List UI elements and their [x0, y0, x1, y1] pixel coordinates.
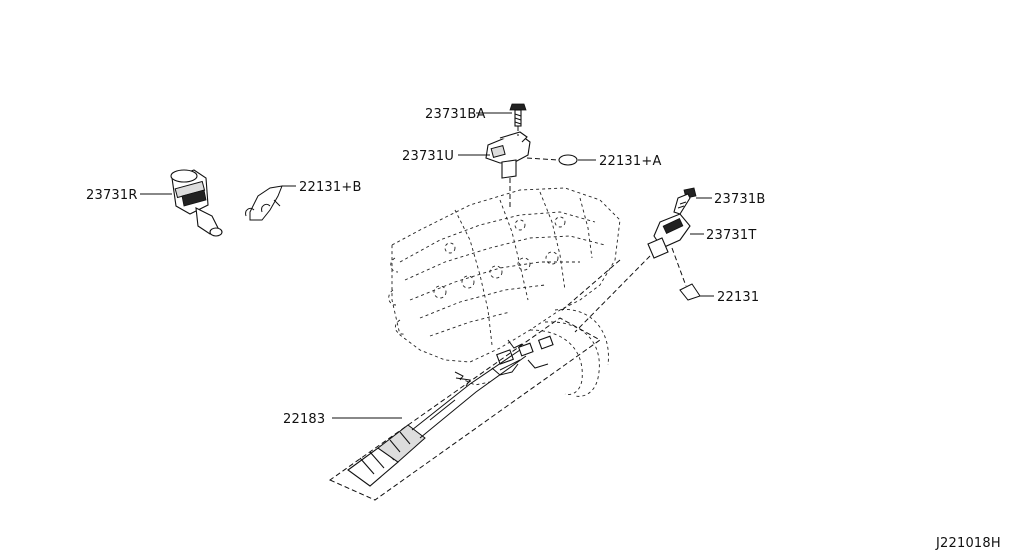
oring-right	[679, 283, 701, 301]
callout-23731ba: 23731BA	[425, 107, 486, 122]
callout-labels: 23731BA 23731U 22131+A 23731R 22131+B 23…	[86, 107, 1001, 551]
harness-assembly	[328, 317, 601, 501]
callout-22131b: 22131+B	[299, 180, 362, 195]
callout-22131: 22131	[717, 290, 759, 305]
leader-lines	[140, 112, 714, 419]
top-sensor-assembly	[485, 103, 578, 210]
callout-22183: 22183	[283, 412, 325, 427]
engine-block	[388, 187, 621, 397]
callout-23731b: 23731B	[714, 192, 765, 207]
left-sensor-assembly	[170, 169, 283, 237]
reference-code: J221018H	[935, 536, 1001, 551]
right-sensor-assembly	[559, 187, 701, 333]
callout-22131a: 22131+A	[599, 154, 662, 169]
oring-top	[558, 154, 578, 166]
callout-23731r: 23731R	[86, 188, 138, 203]
callout-23731u: 23731U	[402, 149, 454, 164]
callout-23731t: 23731T	[706, 228, 757, 243]
oring-left	[249, 185, 283, 221]
bolt-top-head	[509, 103, 527, 111]
